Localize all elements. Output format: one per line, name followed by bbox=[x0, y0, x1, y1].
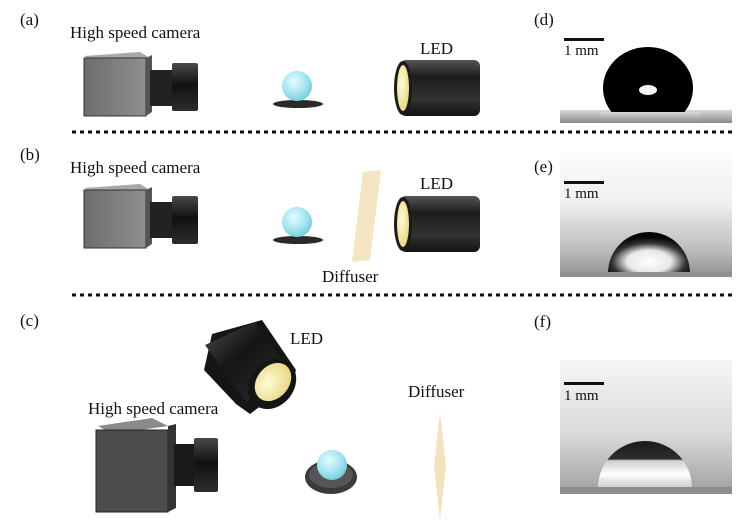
panel-c-led-label: LED bbox=[290, 329, 324, 348]
panel-e-letter: (e) bbox=[534, 157, 553, 176]
panel-c-led bbox=[204, 320, 297, 414]
panel-a-led bbox=[394, 60, 480, 116]
panel-b-camera bbox=[83, 184, 198, 249]
panel-c-diffuser bbox=[434, 412, 446, 520]
panel-d-scale-label: 1 mm bbox=[564, 43, 599, 59]
panel-c-diffuser-label: Diffuser bbox=[408, 382, 465, 401]
panel-d-photo bbox=[560, 28, 732, 123]
scale-bar bbox=[564, 181, 604, 184]
panel-a-camera bbox=[83, 52, 198, 117]
panel-b-camera-label: High speed camera bbox=[70, 158, 201, 177]
panel-e-photo bbox=[560, 153, 732, 277]
panel-b-led-label: LED bbox=[420, 174, 454, 193]
panel-b-diffuser bbox=[352, 170, 381, 262]
panel-c-camera bbox=[95, 418, 218, 513]
panel-d-letter: (d) bbox=[534, 10, 554, 29]
scale-bar bbox=[564, 38, 604, 41]
panel-b-letter: (b) bbox=[20, 145, 40, 164]
panel-c-camera-label: High speed camera bbox=[88, 399, 219, 418]
panel-f-letter: (f) bbox=[534, 312, 551, 331]
panel-a-droplet bbox=[273, 71, 323, 108]
panel-c-droplet bbox=[305, 450, 357, 494]
panel-a-camera-label: High speed camera bbox=[70, 23, 201, 42]
scale-bar bbox=[564, 382, 604, 385]
panel-b-led bbox=[394, 196, 480, 252]
panel-b-diffuser-label: Diffuser bbox=[322, 267, 379, 286]
panel-a-letter: (a) bbox=[20, 10, 39, 29]
panel-e-scale-label: 1 mm bbox=[564, 186, 599, 202]
panel-f-photo bbox=[560, 360, 732, 494]
panel-c-letter: (c) bbox=[20, 311, 39, 330]
panel-b-droplet bbox=[273, 207, 323, 244]
panel-a-led-label: LED bbox=[420, 39, 454, 58]
panel-f-scale-label: 1 mm bbox=[564, 388, 599, 404]
